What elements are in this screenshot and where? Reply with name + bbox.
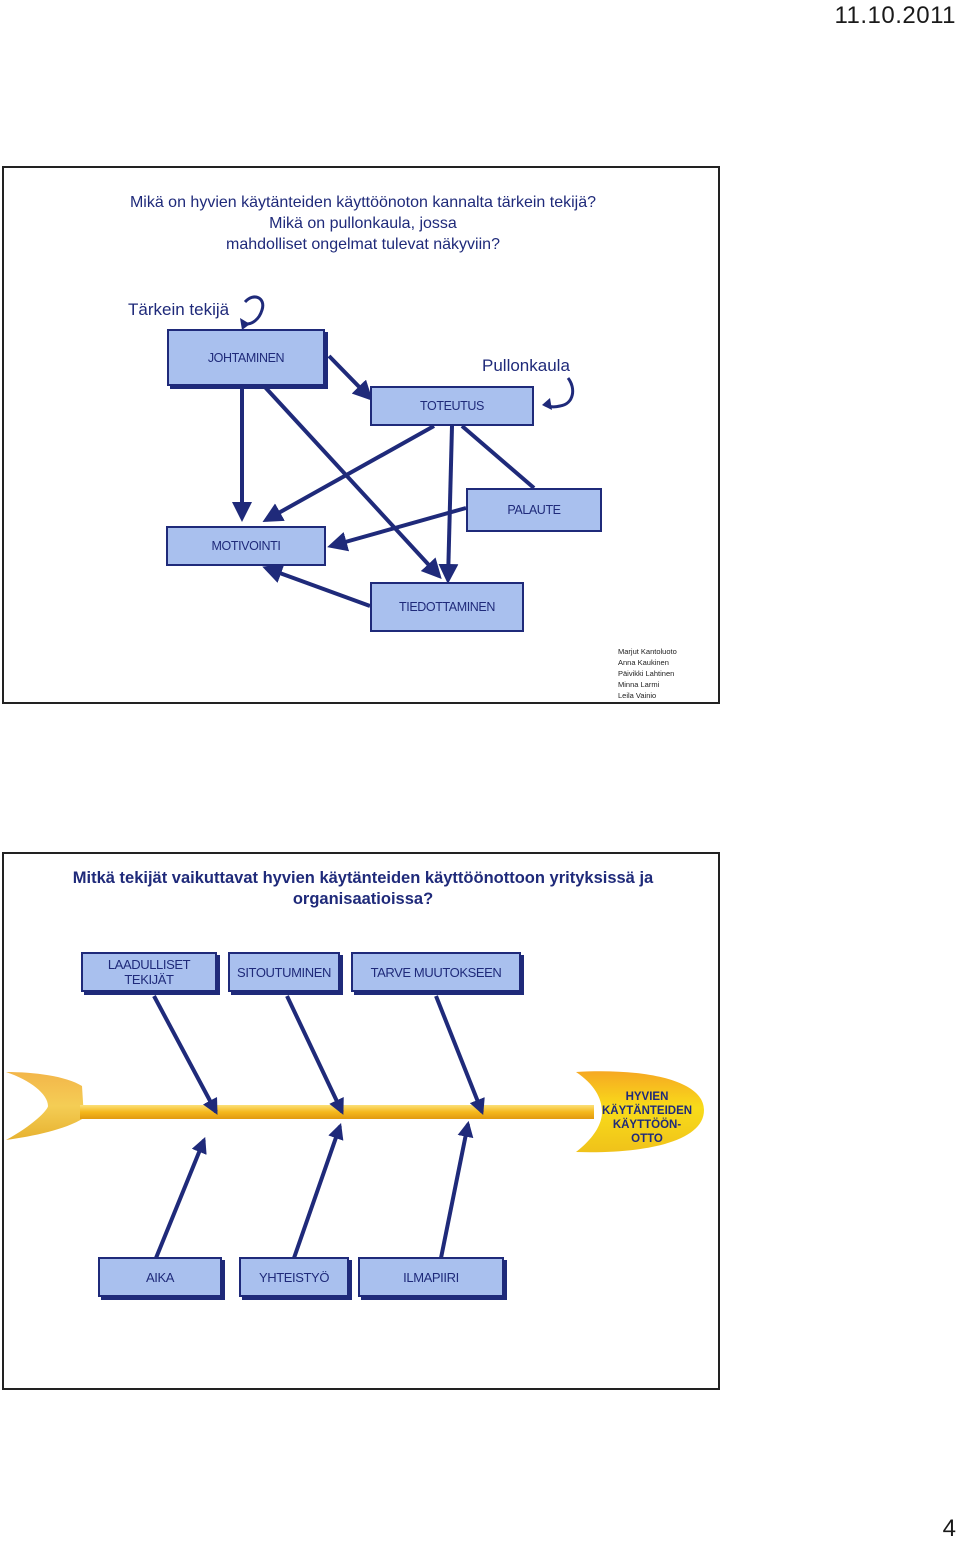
slide1-title-line-2: Mikä on pullonkaula, jossa <box>269 215 457 232</box>
bone-yhteistyo <box>292 1122 344 1259</box>
box-toteutus: TOTEUTUS <box>370 386 534 426</box>
slide2-title-line-2: organisaatioissa? <box>292 890 434 908</box>
page-number: 4 <box>942 1515 956 1542</box>
fish-tail-shape <box>6 1072 84 1140</box>
bone-aika <box>154 1137 207 1259</box>
author-2: Anna Kaukinen <box>618 658 669 667</box>
bone-sitoutuminen <box>285 995 344 1115</box>
box-tarve-muutokseen: TARVE MUUTOKSEEN <box>351 952 521 992</box>
head-line-1: HYVIEN <box>625 1091 669 1103</box>
label-tarkein-tekija: Tärkein tekijä <box>128 300 230 319</box>
curly-arrowhead-icon <box>542 398 552 410</box>
slide1-title: Mikä on hyvien käytänteiden käyttöönoton… <box>4 192 722 255</box>
head-line-3: KÄYTTÖÖN- <box>612 1119 682 1131</box>
arrow-tiedottaminen-motivointi <box>262 564 371 608</box>
bone-laadulliset <box>152 995 218 1115</box>
slide1-title-line-1: Mikä on hyvien käytänteiden käyttöönoton… <box>129 194 597 211</box>
arrow-palaute-motivointi <box>327 506 467 552</box>
bone-tarve <box>434 995 485 1115</box>
box-tiedottaminen: TIEDOTTAMINEN <box>370 582 524 632</box>
slide2-title-line-1: Mitkä tekijät vaikuttavat hyvien käytänt… <box>72 869 654 887</box>
arrow-johtaminen-tiedottaminen <box>262 384 442 579</box>
box-motivointi: MOTIVOINTI <box>166 526 326 566</box>
line-toteutus-palaute <box>460 424 536 490</box>
bone-ilmapiiri <box>439 1120 474 1259</box>
author-3: Päivikki Lahtinen <box>618 669 675 678</box>
slide-fishbone: Mitkä tekijät vaikuttavat hyvien käytänt… <box>2 852 720 1390</box>
head-line-4: OTTO <box>631 1133 663 1145</box>
slide-bottleneck: Mikä on hyvien käytänteiden käyttöönoton… <box>2 166 720 704</box>
box-ilmapiiri: ILMAPIIRI <box>358 1257 504 1297</box>
box-aika: AIKA <box>98 1257 222 1297</box>
arrow-johtaminen-toteutus <box>327 354 373 401</box>
arrow-toteutus-motivointi <box>262 424 435 522</box>
fish-spine <box>80 1105 594 1119</box>
author-1: Marjut Kantoluoto <box>618 647 677 656</box>
head-line-2: KÄYTÄNTEIDEN <box>601 1105 693 1117</box>
author-4: Minna Larmi <box>618 680 660 689</box>
fish-head-shape <box>576 1071 704 1153</box>
box-johtaminen: JOHTAMINEN <box>167 329 325 386</box>
slide1-title-line-3: mahdolliset ongelmat tulevat näkyviin? <box>226 236 500 253</box>
slide2-title: Mitkä tekijät vaikuttavat hyvien käytänt… <box>4 868 722 910</box>
box-sitoutuminen: SITOUTUMINEN <box>228 952 340 992</box>
curly-arrow-icon <box>243 295 265 326</box>
box-palaute: PALAUTE <box>466 488 602 532</box>
box-laadulliset-tekijat: LAADULLISET TEKIJÄT <box>81 952 217 992</box>
header-date: 11.10.2011 <box>834 2 956 29</box>
fishbone-diagram <box>6 995 704 1259</box>
curly-arrowhead-icon <box>240 318 250 330</box>
slide1-arrows <box>232 295 575 608</box>
fish-head-label: HYVIEN KÄYTÄNTEIDEN KÄYTTÖÖN- OTTO <box>592 1090 702 1146</box>
label-pullonkaula: Pullonkaula <box>482 356 570 375</box>
box-yhteistyo: YHTEISTYÖ <box>239 1257 349 1297</box>
arrow-toteutus-tiedottaminen <box>438 425 459 584</box>
author-list: Marjut Kantoluoto Anna Kaukinen Päivikki… <box>618 646 677 701</box>
author-5: Leila Vainio <box>618 691 657 700</box>
